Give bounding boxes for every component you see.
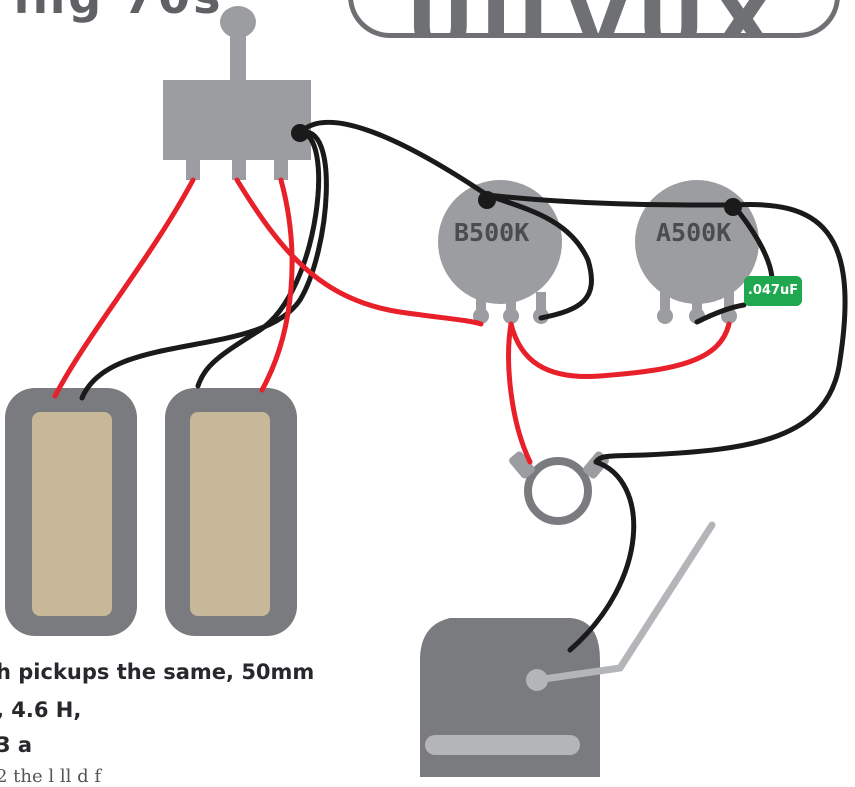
switch-lug-1 (186, 158, 200, 180)
bridge-pickup (165, 388, 297, 636)
tone-pot-lug-1 (473, 308, 489, 324)
bridge-plate-slot (425, 735, 580, 755)
note-line-3: 3 a (0, 733, 33, 757)
switch-lug-2 (232, 158, 246, 180)
note-line-1: h pickups the same, 50mm (0, 660, 315, 684)
switch-lug-3 (274, 158, 288, 180)
volume-pot-lug-1 (657, 308, 673, 324)
tone-pot-solder-point (478, 191, 496, 209)
neck-pickup-face (32, 412, 112, 616)
volume-pot (635, 180, 759, 324)
diagram-title: ring 70s (0, 0, 224, 24)
hot-wires (52, 177, 732, 465)
tone-pot-label: B500K (454, 218, 530, 247)
switch-body (163, 80, 311, 160)
tremolo-arm (533, 521, 716, 684)
capacitor-label: .047uF (744, 276, 802, 306)
bridge-pickup-face (190, 412, 270, 616)
volume-pot-solder-point (724, 198, 742, 216)
volume-pot-label: A500K (656, 218, 732, 247)
bridge-plate (420, 521, 716, 777)
switch-tip (220, 6, 256, 38)
brand-logo: UILVUX (348, 0, 840, 38)
selector-switch (163, 6, 311, 180)
tone-pot-lug-2 (503, 308, 519, 324)
note-line-2: , 4.6 H, (0, 698, 82, 722)
switch-lever (230, 28, 246, 88)
brand-logo-text: UILVUX (353, 0, 835, 33)
neck-pickup (5, 388, 137, 636)
